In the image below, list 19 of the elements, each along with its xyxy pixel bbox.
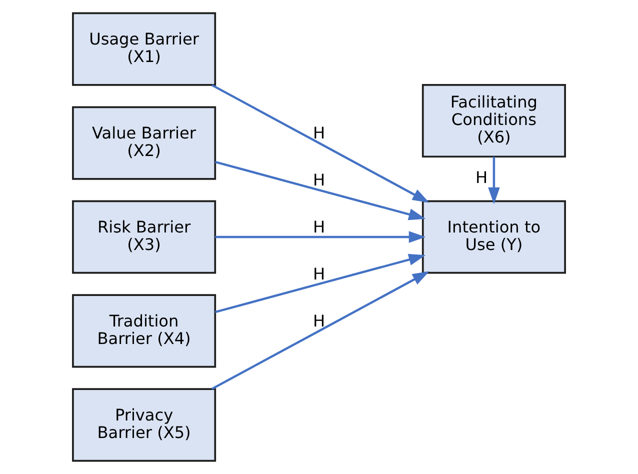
arrow	[211, 271, 430, 390]
edge-label: H	[476, 168, 488, 188]
arrow	[488, 156, 500, 204]
arrow	[214, 160, 426, 220]
edge-label: H	[312, 218, 326, 237]
node-box: Usage Barrier (X1)	[72, 12, 216, 86]
node-box: Tradition Barrier (X4)	[72, 294, 216, 368]
node-box: Risk Barrier (X3)	[72, 200, 216, 274]
arrow	[215, 231, 426, 243]
arrow	[214, 254, 426, 314]
edge-label: H	[312, 312, 326, 331]
node-box: Value Barrier (X2)	[72, 106, 216, 180]
edge-label: H	[312, 264, 326, 284]
edge-label: H	[312, 170, 326, 190]
node-box: Facilitating Conditions (X6)	[422, 84, 566, 158]
node-box: Intention to Use (Y)	[422, 200, 566, 274]
edge-label: H	[312, 124, 326, 143]
node-box: Privacy Barrier (X5)	[72, 388, 216, 462]
arrow	[211, 84, 430, 203]
